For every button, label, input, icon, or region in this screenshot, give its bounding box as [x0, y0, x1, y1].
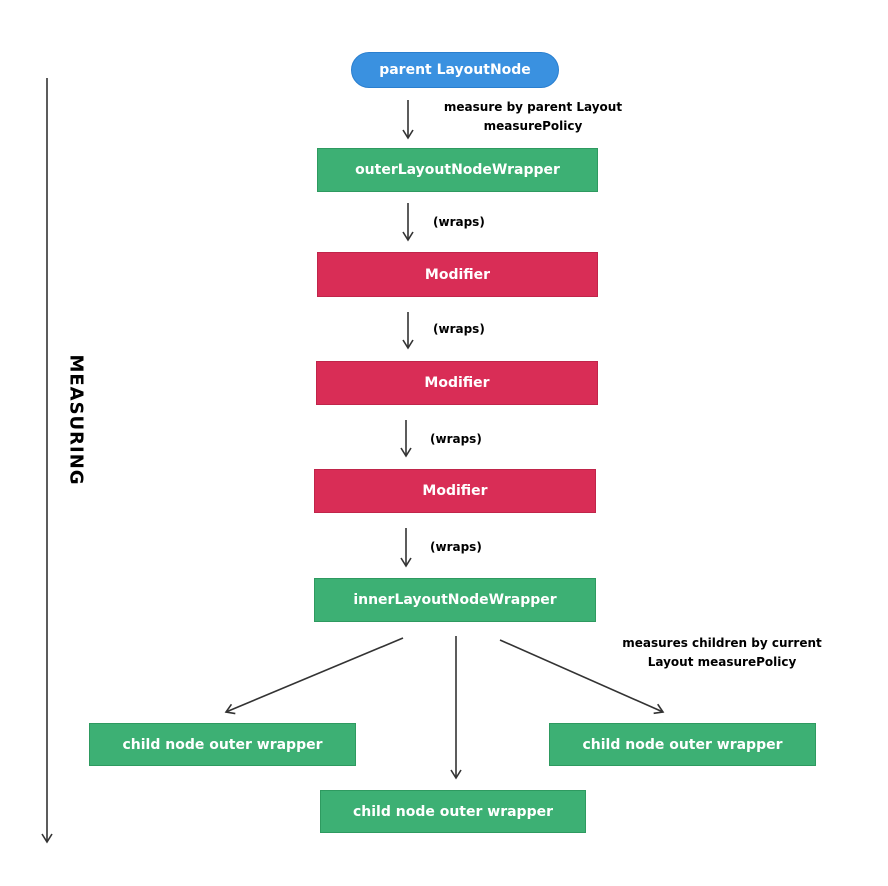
measures-children-label: measures children by current Layout meas…	[596, 634, 848, 672]
inner-layout-node-wrapper: innerLayoutNodeWrapper	[314, 578, 596, 622]
measuring-label: MEASURING	[65, 354, 87, 486]
modifier-1: Modifier	[317, 252, 598, 297]
arrow-inner-to-child-left	[224, 637, 404, 715]
parent-layout-node: parent LayoutNode	[351, 52, 559, 88]
wraps-label-1: (wraps)	[433, 215, 485, 229]
measures-children-label-line-1: measures children by current	[622, 636, 822, 650]
measure-by-parent-label: measure by parent Layout measurePolicy	[424, 98, 642, 136]
outer-layout-node-wrapper: outerLayoutNodeWrapper	[317, 148, 598, 192]
wraps-label-2: (wraps)	[433, 322, 485, 336]
arrow-inner-to-child-right	[499, 639, 665, 715]
modifier-2: Modifier	[316, 361, 598, 405]
wraps-label-3: (wraps)	[430, 432, 482, 446]
modifier-3: Modifier	[314, 469, 596, 513]
child-node-outer-wrapper-left: child node outer wrapper	[89, 723, 356, 766]
measure-by-parent-label-line-1: measure by parent Layout	[443, 100, 623, 114]
child-node-outer-wrapper-right: child node outer wrapper	[549, 723, 816, 766]
child-node-outer-wrapper-center: child node outer wrapper	[320, 790, 586, 833]
wraps-label-4: (wraps)	[430, 540, 482, 554]
measures-children-label-line-2: Layout measurePolicy	[647, 655, 797, 669]
measure-by-parent-label-line-2: measurePolicy	[483, 119, 583, 133]
